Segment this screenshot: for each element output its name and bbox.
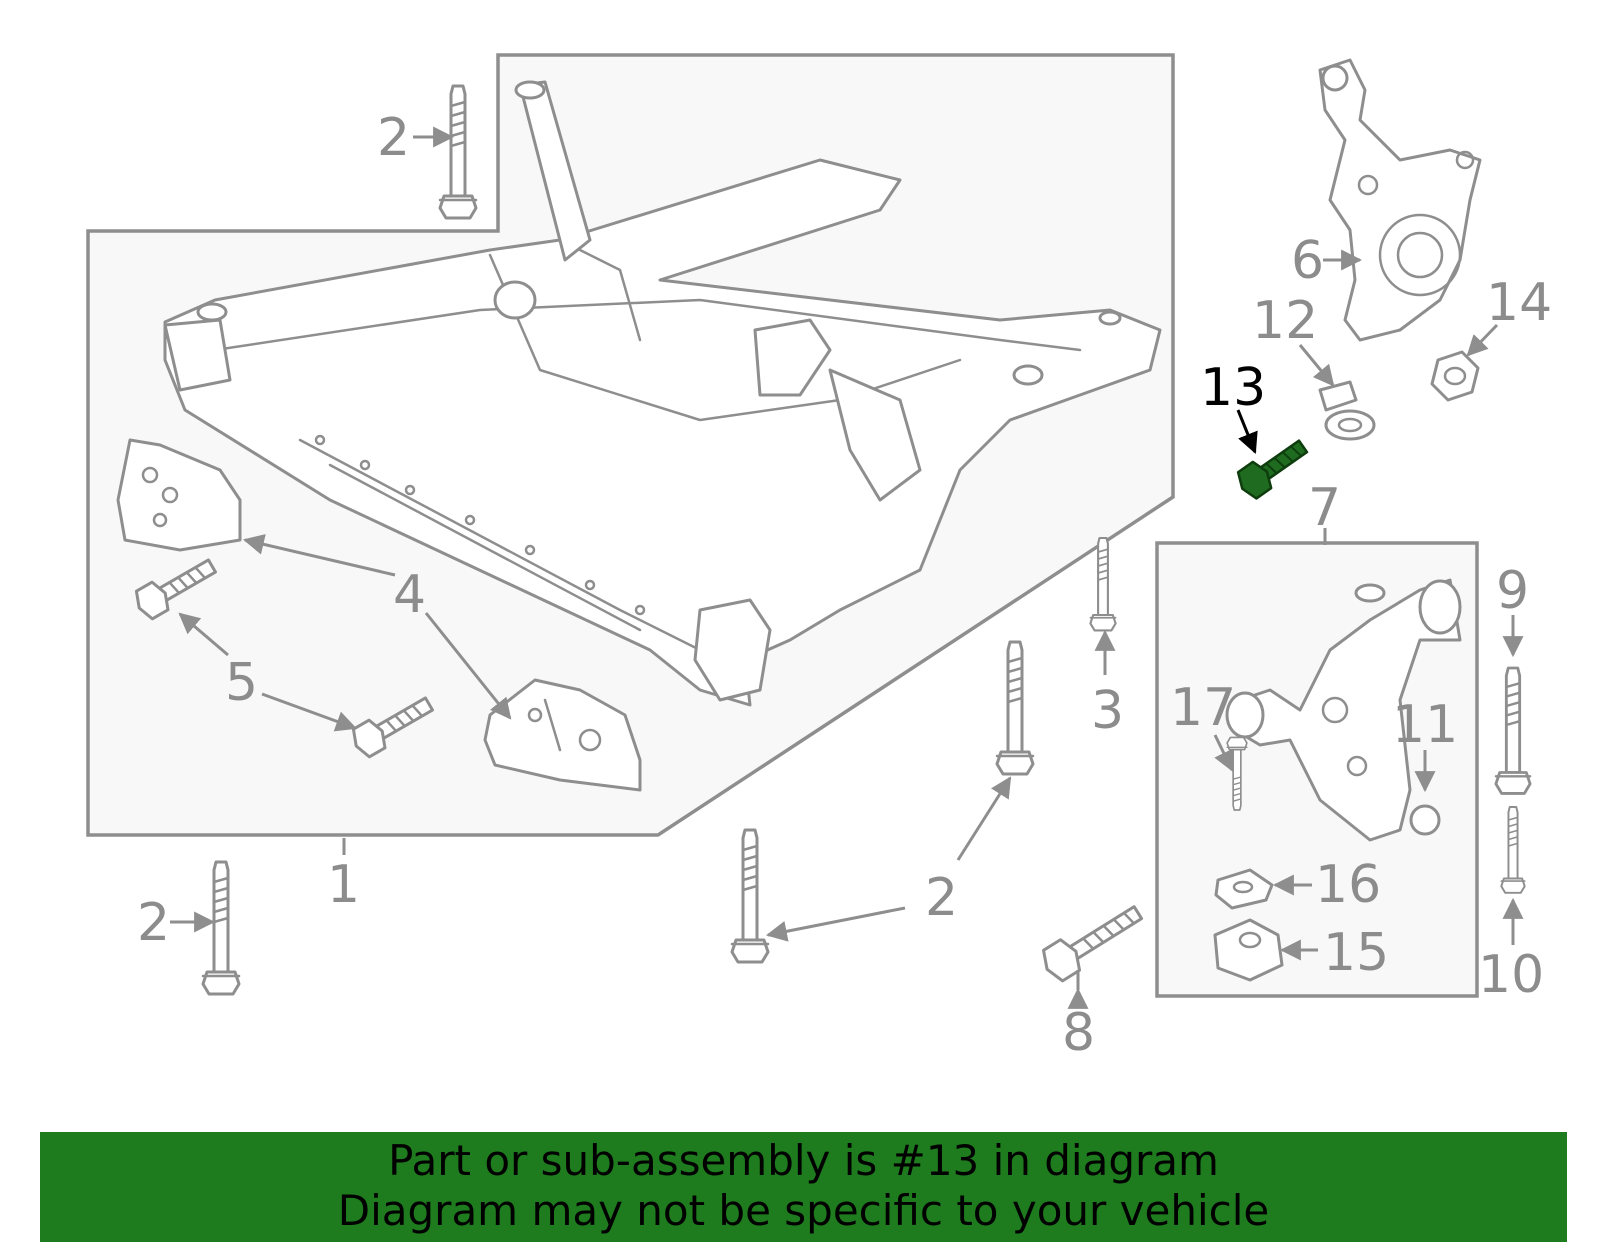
clip-12 [1318,380,1376,441]
label-12[interactable]: 12 [1252,291,1318,351]
leader-lines [170,126,1524,1009]
bolt-2-top [438,84,478,220]
label-17[interactable]: 17 [1170,678,1236,738]
mount-bracket-right [483,678,642,792]
bolt-10 [1500,806,1526,894]
bolt-2-right [995,640,1035,776]
steering-knuckle [1318,58,1482,342]
label-16[interactable]: 16 [1315,855,1381,915]
label-8[interactable]: 8 [1062,1003,1095,1063]
label-2-mid[interactable]: 2 [925,868,958,928]
label-9[interactable]: 9 [1496,561,1529,621]
washer-16 [1214,868,1274,910]
bolt-3 [1089,536,1117,632]
label-13-highlighted[interactable]: 13 [1200,358,1266,418]
front-subframe [163,80,1162,707]
label-6[interactable]: 6 [1291,231,1324,291]
bolt-8 [1042,905,1144,983]
label-15[interactable]: 15 [1323,923,1389,983]
label-5[interactable]: 5 [225,653,258,713]
bolt-9 [1494,666,1532,795]
banner-line-part-number: Part or sub-assembly is #13 in diagram [388,1136,1219,1185]
bolt-5b [351,696,434,759]
label-3[interactable]: 3 [1091,681,1124,741]
bolt-2-mid [730,828,770,964]
nut-14 [1430,350,1480,402]
label-2-lower-left[interactable]: 2 [137,893,170,953]
lower-control-arm [1225,578,1462,842]
label-11[interactable]: 11 [1392,695,1458,755]
label-7[interactable]: 7 [1308,478,1341,538]
label-2-top[interactable]: 2 [377,108,410,168]
mount-bracket-left [116,438,242,552]
bolt-2-lower-left [201,860,241,996]
label-4[interactable]: 4 [393,565,426,625]
bolt-13-highlighted[interactable] [1233,433,1312,502]
info-banner: Part or sub-assembly is #13 in diagram D… [40,1132,1567,1242]
label-10[interactable]: 10 [1478,945,1544,1005]
bolt-5a [134,558,217,621]
label-1[interactable]: 1 [327,855,360,915]
label-14[interactable]: 14 [1486,273,1552,333]
parts-diagram: 2 1 2 2 3 4 5 6 7 8 9 10 11 12 13 14 15 … [86,53,1552,1063]
banner-line-disclaimer: Diagram may not be specific to your vehi… [337,1186,1270,1235]
bushing-15 [1213,918,1284,982]
